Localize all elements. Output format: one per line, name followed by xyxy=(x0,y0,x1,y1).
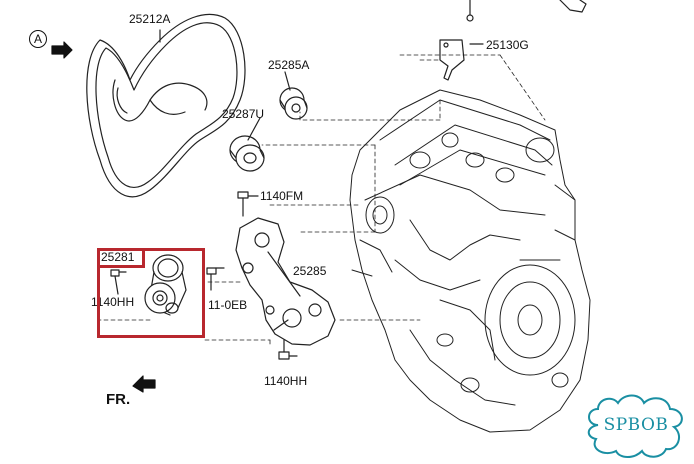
part-label-bolt-mid[interactable]: 11-0EB xyxy=(208,298,248,312)
part-label-belt[interactable]: 25212A xyxy=(129,12,171,26)
part-label-idler-pulley[interactable]: 25285A xyxy=(268,58,310,72)
part-label-bolt-top[interactable]: 1140FM xyxy=(260,189,304,203)
bracket-drawing xyxy=(235,217,336,346)
front-direction-label: FR. xyxy=(106,391,131,408)
part-label-bolt-left[interactable]: 1140HH xyxy=(91,295,135,309)
watermark-logo: SPBOB xyxy=(584,393,688,459)
tensioner-label-highlight xyxy=(97,248,145,268)
part-label-bracket[interactable]: 25285 xyxy=(293,264,327,278)
tensioner-highlight-box xyxy=(97,248,205,338)
bolt-1140FM-drawing xyxy=(237,191,259,217)
tensioner-drawing xyxy=(144,254,187,316)
pulley-25287U-drawing xyxy=(229,135,265,172)
part-label-bolt-bottom[interactable]: 1140HH xyxy=(264,374,308,388)
view-marker-a: A xyxy=(29,30,47,48)
pulley-25285A-drawing xyxy=(279,87,308,120)
part-label-gasket[interactable]: 25130G xyxy=(486,38,529,52)
bolt-1140HH-left-drawing xyxy=(110,269,127,295)
bolt-mid-drawing xyxy=(206,267,225,291)
belt-drawing xyxy=(86,13,246,198)
watermark-text: SPBOB xyxy=(603,415,669,435)
engine-block-drawing xyxy=(349,89,591,433)
bolt-1140HH-bottom-drawing xyxy=(278,339,298,360)
part-label-tensioner[interactable]: 25281 xyxy=(101,250,135,264)
gasket-drawing xyxy=(439,39,484,81)
part-label-idler-pulley-upper[interactable]: 25287U xyxy=(222,107,265,121)
